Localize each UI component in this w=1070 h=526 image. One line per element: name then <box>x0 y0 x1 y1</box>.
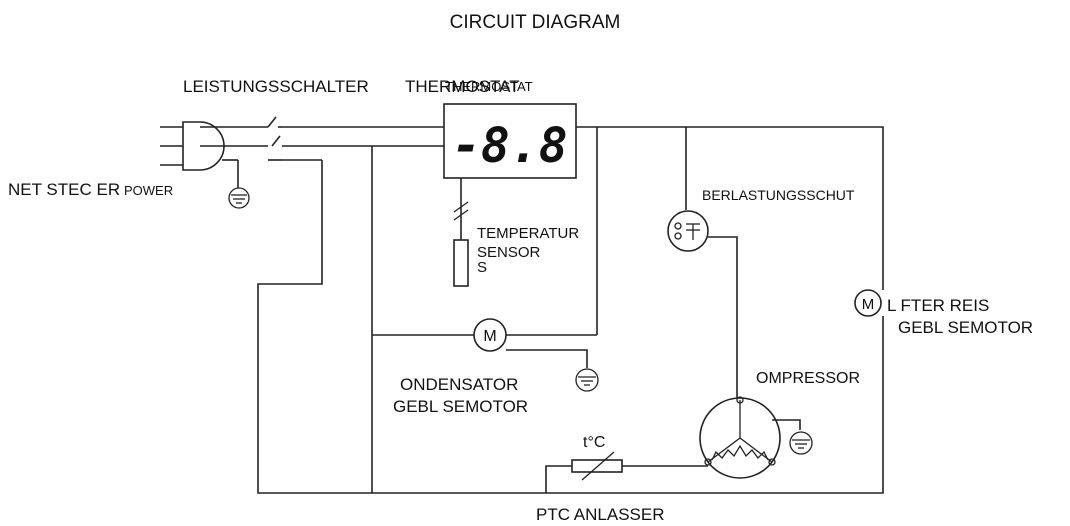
ground-icon-plug <box>228 178 250 209</box>
fan-motor-symbol: M <box>862 296 875 313</box>
thermostat-label-b: THERMOSTAT <box>445 79 533 94</box>
ptc-starter-icon <box>571 451 623 481</box>
compressor-label: OMPRESSOR <box>756 370 860 387</box>
plug-label: NET STEC ER <box>8 180 120 199</box>
condenser-motor-icon: M <box>473 318 507 352</box>
ground-icon-compressor <box>789 431 813 455</box>
sensor-letter: S <box>477 259 487 276</box>
thermostat-readout: -8.8 <box>452 118 568 174</box>
condenser-label-2: GEBL SEMOTOR <box>393 397 528 416</box>
fan-motor-label-2: GEBL SEMOTOR <box>898 318 1033 337</box>
wire-condenser-ground <box>506 349 588 368</box>
compressor-icon <box>699 396 781 479</box>
breaker-label: LEISTUNGSSCHALTER <box>183 77 369 96</box>
wire-outer-loop <box>257 160 884 494</box>
wire-compressor-ground <box>772 419 801 430</box>
power-plug-icon <box>160 121 268 178</box>
wire-ptc-left <box>545 465 572 493</box>
ground-icon-condenser <box>575 368 599 392</box>
thermostat-display: -8.8 <box>443 103 577 179</box>
power-label: POWER <box>124 183 173 198</box>
ptc-label: PTC ANLASSER <box>536 505 665 524</box>
temp-sensor-label-1: TEMPERATUR <box>477 225 579 242</box>
fan-motor-label-1: L FTER REIS <box>887 296 989 315</box>
ptc-symbol-label: t°C <box>583 434 605 451</box>
overload-protector-icon <box>667 210 709 252</box>
overload-label: BERLASTUNGSSCHUT <box>702 187 855 203</box>
breaker-switch-icon <box>267 116 282 161</box>
wire-top-rail <box>576 126 884 290</box>
temperature-sensor-icon <box>453 178 469 287</box>
condenser-motor-symbol: M <box>483 328 496 345</box>
temp-sensor-label-2: SENSOR <box>477 244 541 261</box>
fan-motor-icon: M <box>854 289 882 317</box>
condenser-label-1: ONDENSATOR <box>400 375 518 394</box>
wire-overload-to-compressor <box>708 236 738 398</box>
thermostat-label-a: THERMOSTAT <box>405 77 520 96</box>
diagram-title: CIRCUIT DIAGRAM <box>450 12 621 33</box>
